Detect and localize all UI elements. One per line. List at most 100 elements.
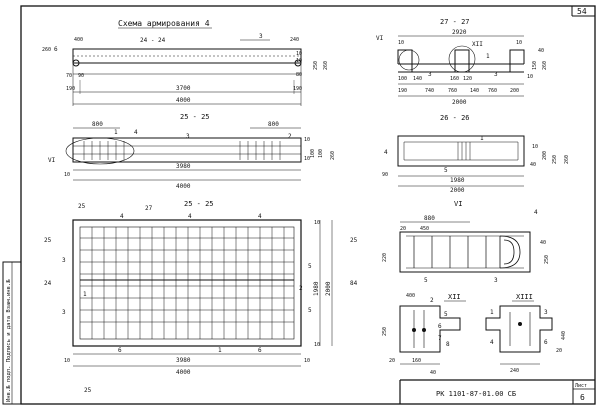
dim-250: 250 [313,61,319,70]
dim-260: 260 [564,155,570,164]
pos-6b: 6 [258,347,262,354]
dim-440: 440 [561,331,567,340]
pos-1b: 1 [218,347,222,354]
node-XII: XII [472,41,483,48]
pos-1: 1 [480,135,484,142]
sheet-frame [20,5,596,405]
pos-4a: 4 [120,213,124,220]
node-label: VI [454,200,462,208]
scheme-title: Схема армирования 4 [118,19,210,28]
dim-4000: 4000 [176,97,191,104]
dim-250: 250 [552,155,558,164]
dim-40: 40 [530,162,536,168]
pos-3b: 3 [62,309,66,316]
cut-25-tl: 25 [78,203,86,210]
dim-2000: 2000 [325,281,332,296]
dim-190: 190 [398,88,407,94]
dim-100: 100 [398,76,407,82]
section-label: 26 - 26 [440,114,470,122]
pos-3: 3 [544,309,548,316]
dim-80: 80 [296,72,302,78]
node-XII-detail: XII 400 250 20 160 40 2 5 6 7 8 [382,293,466,376]
pos-5: 5 [444,311,448,318]
dim-400: 400 [74,37,83,43]
node-VI-detail: VI 880 20 450 40 220 250 4 5 3 [382,200,550,284]
side-stamp-text: Инв.№ подл. Подпись и дата Взам.инв.№ [6,279,12,402]
pos-8: 8 [446,341,450,348]
section-26-26: 26 - 26 1980 2000 10 200 250 40 90 260 4… [382,114,570,194]
section-label: 27 - 27 [440,18,470,26]
section-label: 25 - 25 [180,113,210,121]
dim-2920: 2920 [452,29,467,36]
cut-27: 27 [145,205,153,212]
title-block: РК 1101-87-01.00 СБ Лист 6 [399,379,595,404]
dim-90: 90 [78,73,84,79]
pos-2: 2 [430,297,434,304]
dim-20: 20 [556,348,562,354]
dim-10: 10 [532,144,538,150]
pos-4: 4 [490,339,494,346]
dim-760a: 760 [448,88,457,94]
cut-25-bl: 25 [84,387,92,394]
pos-2: 2 [299,285,303,292]
dim-260a: 260 [323,61,329,70]
pos-5b: 5 [308,307,312,314]
dim-2000: 2000 [452,99,467,106]
dim-10b: 10 [516,40,522,46]
dim-10b: 10 [304,358,310,364]
dim-190b: 190 [293,86,302,92]
dim-40: 40 [430,370,436,376]
dim-4000: 4000 [176,183,191,190]
side-mark-84: 84 [350,280,358,287]
dim-250: 250 [544,255,550,264]
dim-740: 740 [425,88,434,94]
pos-6: 6 [438,323,442,330]
dim-200: 200 [542,151,548,160]
node-XIII-detail: XIII 440 240 20 1 3 4 6 [485,293,567,374]
pos-4c: 4 [258,213,262,220]
sheet-label: Лист [575,383,587,389]
dim-160: 160 [450,76,459,82]
side-stamp: Инв.№ подл. Подпись и дата Взам.инв.№ [2,261,22,405]
dim-10c: 10 [304,156,310,162]
dim-10c: 10 [527,74,533,80]
document-code: РК 1101-87-01.00 СБ [436,390,516,398]
pos-1: 1 [486,53,490,60]
pos-6a: 6 [118,347,122,354]
node-label: XIII [516,293,533,301]
pos-2: 2 [288,133,292,140]
dim-2000: 2000 [450,187,465,194]
dim-800b: 800 [268,121,279,128]
pos-1: 1 [114,129,118,136]
pos-4: 4 [384,149,388,156]
dim-20a: 20 [389,358,395,364]
plan-25-25: 25 - 25 25 27 24 25 25 25 84 3 [44,200,358,394]
pos-5a: 5 [308,263,312,270]
pos-6: 6 [544,339,548,346]
dim-760b: 760 [488,88,497,94]
node-label: XII [448,293,461,301]
dim-150: 150 [532,61,538,70]
dim-800a: 800 [92,121,103,128]
scheme-pos-3: 3 [259,33,263,40]
dim-3980: 3980 [176,163,191,170]
dim-10a: 10 [64,358,70,364]
dim-20: 20 [400,226,406,232]
dim-260: 260 [330,151,336,160]
dim-220: 220 [382,253,388,262]
dim-140b: 140 [413,76,422,82]
dim-1980: 1980 [450,177,465,184]
section-25-25: 25 - 25 800 800 3980 4000 10 10 100 100 … [48,113,336,190]
dim-140: 140 [470,88,479,94]
section-27-27: 27 - 27 2920 2000 190 740 760 140 760 20… [376,18,548,106]
dim-10d: 10 [314,342,320,348]
dim-10b: 10 [296,58,302,64]
pos-4b: 4 [188,213,192,220]
cut-24: 24 [44,280,52,287]
dim-240: 240 [290,37,299,43]
pos-5: 5 [444,167,448,174]
dim-260b: 260 [42,47,51,53]
dim-100b: 100 [318,149,324,158]
node-VI-ref: VI [48,157,56,164]
